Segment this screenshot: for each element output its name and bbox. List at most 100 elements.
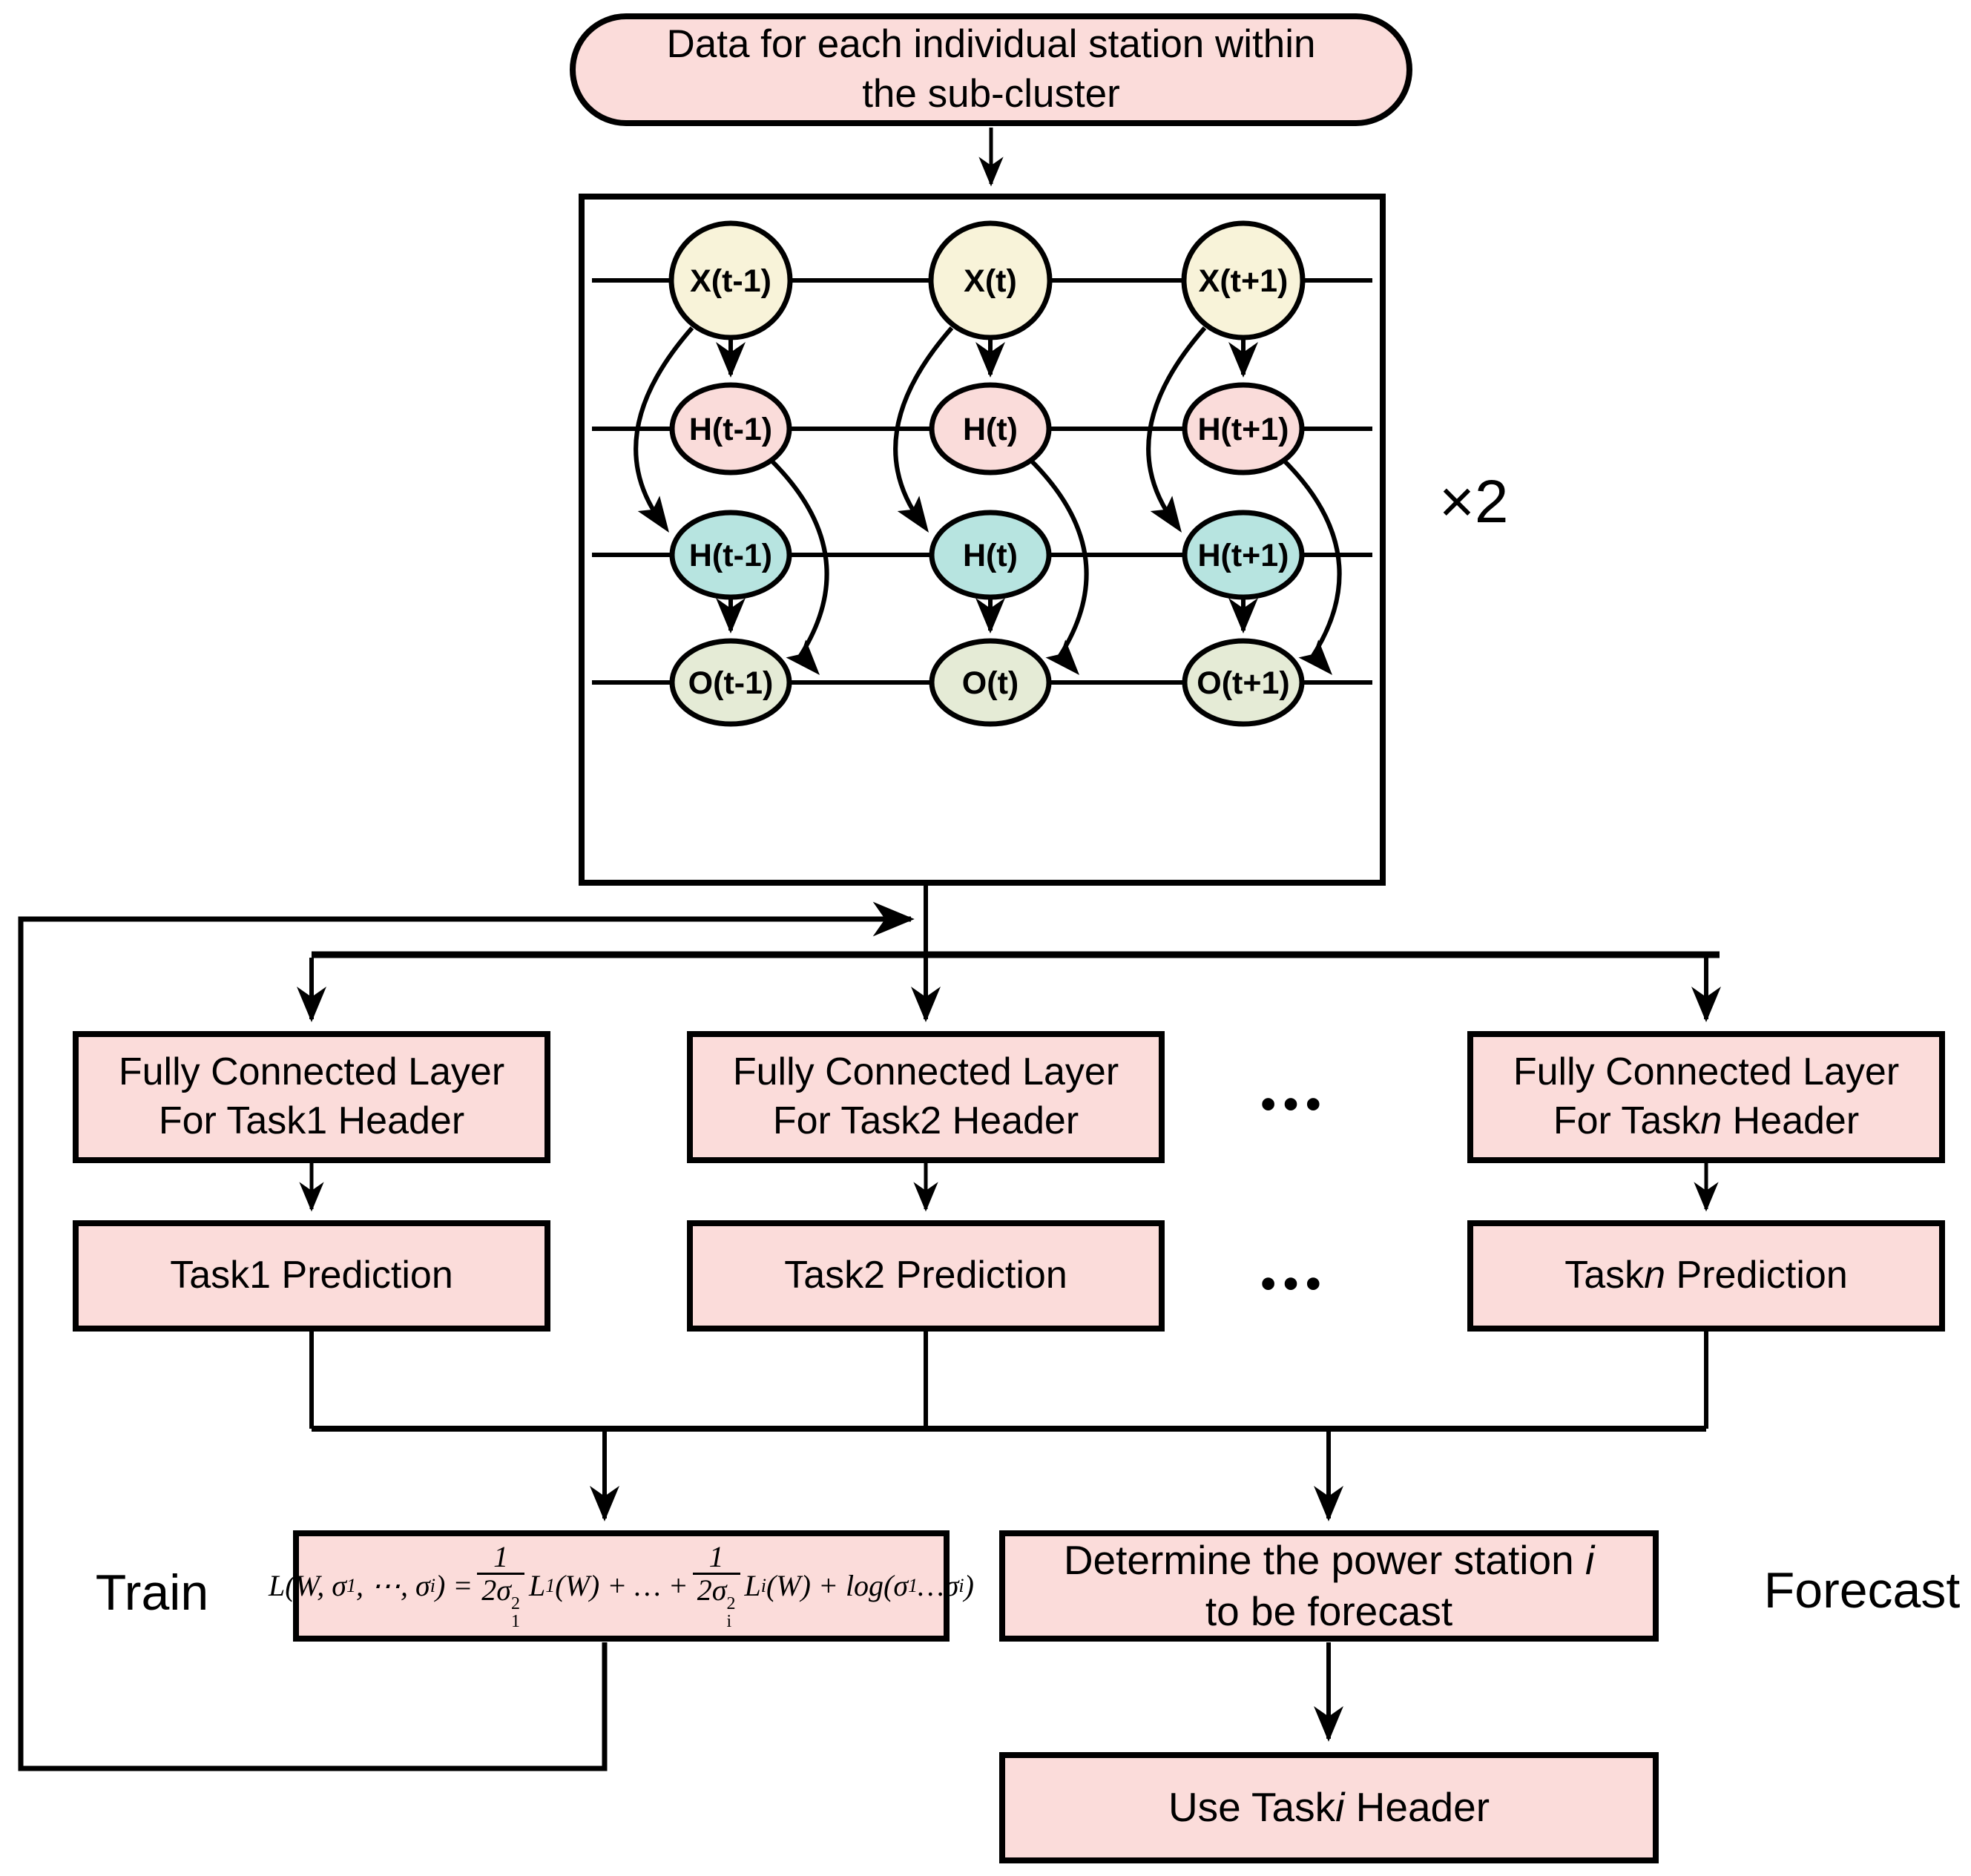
node-o-t [929, 638, 1052, 727]
pill-line1: Data for each individual station within [666, 22, 1316, 67]
fc2-line1: Fully Connected Layer [732, 1050, 1119, 1094]
fc-task2-header-box: Fully Connected Layer For Task2 Header [687, 1031, 1165, 1163]
node-label: H(t+1) [1197, 538, 1289, 573]
node-label: X(t+1) [1199, 263, 1289, 299]
pill-line2: the sub-cluster [862, 72, 1120, 116]
taskn-prediction-box: Taskn Prediction [1467, 1220, 1945, 1332]
task2-prediction-box: Task2 Prediction [687, 1220, 1165, 1332]
fc1-line2-suffix: Header [327, 1099, 465, 1142]
f-sub: i [430, 1574, 435, 1596]
node-label: O(t-1) [688, 665, 774, 701]
ellipsis-fc-row: ••• [1260, 1080, 1329, 1128]
pred1-prefix: Task [170, 1254, 250, 1297]
fc2-task-number: 2 [920, 1099, 942, 1142]
fc-taskn-header-box: Fully Connected Layer For Taskn Header [1467, 1031, 1945, 1163]
f-sub: 1 [545, 1574, 556, 1596]
f-L1: L [529, 1568, 546, 1602]
fcn-line1: Fully Connected Layer [1513, 1050, 1900, 1094]
fc1-line1: Fully Connected Layer [118, 1050, 505, 1094]
node-label: H(t) [963, 538, 1018, 573]
node-o-t-1 [669, 638, 792, 727]
use-suffix: Header [1344, 1784, 1490, 1831]
ellipsis-prediction-row: ••• [1260, 1260, 1329, 1308]
use-task-header-box: Use Taski Header [999, 1752, 1659, 1863]
determine-station-var: i [1585, 1536, 1595, 1583]
skip-arrow-x-to-h2 [893, 326, 954, 525]
skip-arrow-h1-to-o [767, 456, 829, 662]
f-close: ) [964, 1568, 974, 1602]
skip-arrow-h1-to-o [1027, 456, 1089, 662]
predn-prefix: Task [1564, 1254, 1645, 1297]
f-sub: i [726, 1612, 732, 1631]
pred2-suffix: Prediction [885, 1254, 1067, 1297]
node-o-t1 [1182, 638, 1305, 727]
node-h1-t [929, 382, 1052, 475]
predn-suffix: Prediction [1665, 1254, 1848, 1297]
task1-prediction-box: Task1 Prediction [73, 1220, 550, 1332]
f-sub: i [958, 1574, 964, 1596]
pred2-task-number: 2 [863, 1254, 886, 1297]
determine-station-box: Determine the power station i to be fore… [999, 1530, 1659, 1642]
f-sup: 2 [511, 1594, 520, 1613]
f-sub: 1 [511, 1612, 520, 1631]
determine-line2: to be forecast [1205, 1588, 1453, 1634]
node-label: O(t) [962, 665, 1019, 701]
use-task-var: i [1335, 1784, 1345, 1831]
forecast-label: Forecast [1763, 1562, 1961, 1619]
use-prefix: Use Task [1168, 1784, 1336, 1831]
f-L2: L [744, 1568, 761, 1602]
f-dots: … [918, 1568, 944, 1602]
pred1-suffix: Prediction [271, 1254, 453, 1297]
fc2-line2-suffix: Header [941, 1099, 1079, 1142]
f-sub: 1 [908, 1574, 918, 1596]
skip-arrow-x-to-h2 [634, 326, 694, 525]
fc-task1-header-box: Fully Connected Layer For Task1 Header [73, 1031, 550, 1163]
pred2-prefix: Task [784, 1254, 864, 1297]
f-den: 2σ [697, 1573, 727, 1607]
node-h2-t1 [1182, 510, 1305, 600]
node-label: H(t-1) [689, 538, 772, 573]
f-sub: i [760, 1574, 766, 1596]
f-sub: 1 [346, 1574, 356, 1596]
node-x-t-1 [668, 220, 793, 340]
fcn-line2-prefix: For Task [1553, 1099, 1701, 1142]
train-feedback-loop [18, 901, 915, 1771]
fc1-line2-prefix: For Task [158, 1099, 306, 1142]
skip-arrow-h1-to-o [1280, 456, 1342, 662]
train-label: Train [95, 1564, 209, 1621]
node-h2-t [929, 510, 1052, 600]
node-label: X(t) [964, 263, 1017, 299]
node-h1-t1 [1182, 382, 1305, 475]
f-num: 1 [708, 1540, 724, 1573]
node-h1-t-1 [669, 382, 792, 475]
fc2-line2-prefix: For Task [772, 1099, 921, 1142]
node-label: X(t-1) [690, 263, 771, 299]
f-num: 1 [493, 1540, 509, 1573]
skip-arrow-x-to-h2 [1146, 326, 1207, 525]
f-rest2: (W) + log(σ [766, 1568, 909, 1602]
node-label: H(t-1) [689, 412, 772, 447]
node-x-t [928, 220, 1053, 340]
fc1-task-number: 1 [306, 1099, 328, 1142]
fcn-task-number: n [1700, 1099, 1722, 1142]
f-den: 2σ [481, 1573, 511, 1607]
pred1-task-number: 1 [249, 1254, 272, 1297]
f-sup: 2 [726, 1594, 736, 1613]
node-label: H(t) [963, 412, 1018, 447]
f-rest1: (W) + … + [555, 1568, 688, 1602]
f-eq: ) = [435, 1568, 473, 1602]
node-h2-t-1 [669, 510, 792, 600]
node-label: O(t+1) [1197, 665, 1289, 701]
predn-task-number: n [1644, 1254, 1666, 1297]
node-label: H(t+1) [1197, 412, 1289, 447]
data-source-pill: Data for each individual station within … [570, 13, 1412, 126]
fcn-line2-suffix: Header [1722, 1099, 1860, 1142]
f-lhs: L(W, σ [269, 1568, 346, 1602]
node-x-t1 [1181, 220, 1306, 340]
